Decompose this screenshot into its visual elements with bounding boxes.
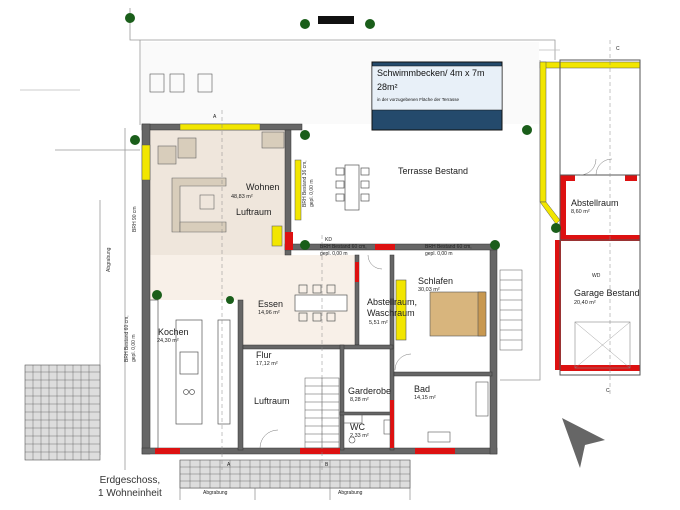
room-abstellraum-name: Abstellraum: [571, 198, 619, 208]
loungers: [149, 73, 213, 93]
note-brh-60-left: BRH Bestand 60 cm,: [124, 315, 130, 362]
section-b-bottom: B: [325, 462, 329, 468]
room-abstellraum-wasch-area: 5,51 m²: [369, 320, 388, 326]
room-wohnen-area: 48,83 m²: [231, 194, 253, 200]
note-brh-36-2: gepl. 0,00 m: [309, 179, 315, 207]
pool-title: Schwimmbecken/ 4m x 7m: [377, 68, 485, 78]
section-c-bottom: C: [606, 388, 610, 394]
note-brh-60-mid-2: gepl. 0,00 m: [320, 251, 348, 257]
room-flur-note: Luftraum: [254, 396, 290, 406]
note-abgrabung-bottom-2: Abgrabung: [338, 490, 363, 496]
note-brh-60-right-2: gepl. 0,00 m: [425, 251, 453, 257]
room-wc-area: 2,33 m²: [350, 433, 369, 439]
plan-caption: Erdgeschoss, 1 Wohneinheit: [98, 474, 162, 500]
north-arrow-icon: [562, 418, 605, 468]
bath-fixtures: [343, 381, 489, 444]
room-wc-name: WC: [350, 422, 365, 432]
room-kochen-area: 24,30 m²: [157, 338, 179, 344]
paving-grid: [24, 364, 411, 489]
room-bad-area: 14,15 m²: [414, 395, 436, 401]
room-wohnen-name: Wohnen: [246, 182, 279, 192]
note-brh-60-mid: BRH Bestand 60 cm,: [320, 244, 367, 250]
section-a-bottom: A: [227, 462, 231, 468]
plan-caption-line1: Erdgeschoss,: [99, 475, 161, 486]
room-flur-area: 17,12 m²: [256, 361, 278, 367]
terrace-table: [335, 164, 370, 211]
room-garderobe-name: Garderobe: [348, 386, 391, 396]
room-garderobe-area: 8,28 m²: [350, 397, 369, 403]
pool-area: 28m²: [377, 82, 398, 92]
note-brh-60-right: BRH Bestand 60 cm,: [425, 244, 472, 250]
room-flur-name: Flur: [256, 350, 272, 360]
room-abstellraum-area: 8,60 m²: [571, 209, 590, 215]
bed: [395, 279, 487, 341]
kitchen-fittings: [149, 299, 231, 449]
doors: [259, 158, 613, 449]
room-abstellraum-wasch-line1: Abstellraum,: [367, 297, 417, 307]
room-kochen-name: Kochen: [158, 327, 189, 337]
note-brh-60-left-2: gepl. 0,00 m: [131, 334, 137, 362]
room-wohnen-note: Luftraum: [236, 207, 272, 217]
terrace-label: Terrasse Bestand: [398, 166, 468, 176]
room-abstellraum-wasch-line2: Waschraum: [367, 308, 415, 318]
garage-mark: WD: [592, 273, 601, 279]
note-abgrabung-bottom-1: Abgrabung: [203, 490, 228, 496]
swimming-pool: Schwimmbecken/ 4m x 7m 28m² in der vorzu…: [371, 61, 503, 131]
section-c-top: C: [616, 46, 620, 52]
section-a-top: A: [213, 114, 217, 120]
room-essen-name: Essen: [258, 299, 283, 309]
wohnen-furniture: [157, 131, 285, 247]
garage-building: [559, 59, 641, 376]
note-brh-90: BRH 90 cm: [132, 206, 138, 232]
note-abgrabung-left: Abgrabung: [106, 247, 112, 272]
room-schlafen-name: Schlafen: [418, 276, 453, 286]
plants: [125, 13, 561, 304]
plan-caption-line2: 1 Wohneinheit: [98, 488, 162, 499]
note-kd: KD: [325, 237, 332, 243]
room-bad-name: Bad: [414, 384, 430, 394]
top-planter: [318, 16, 354, 24]
room-essen-area: 14,96 m²: [258, 310, 280, 316]
pool-note: in der vorzugebenen Fläche der Terrasse: [377, 97, 459, 102]
dining-table: [294, 284, 348, 322]
room-schlafen-area: 30,03 m²: [418, 287, 440, 293]
room-garage-area: 20,40 m²: [574, 300, 596, 306]
room-garage-name: Garage Bestand: [574, 288, 640, 298]
section-lines: [221, 40, 611, 470]
note-brh-36: BRH Bestand 36 cm,: [302, 160, 308, 207]
